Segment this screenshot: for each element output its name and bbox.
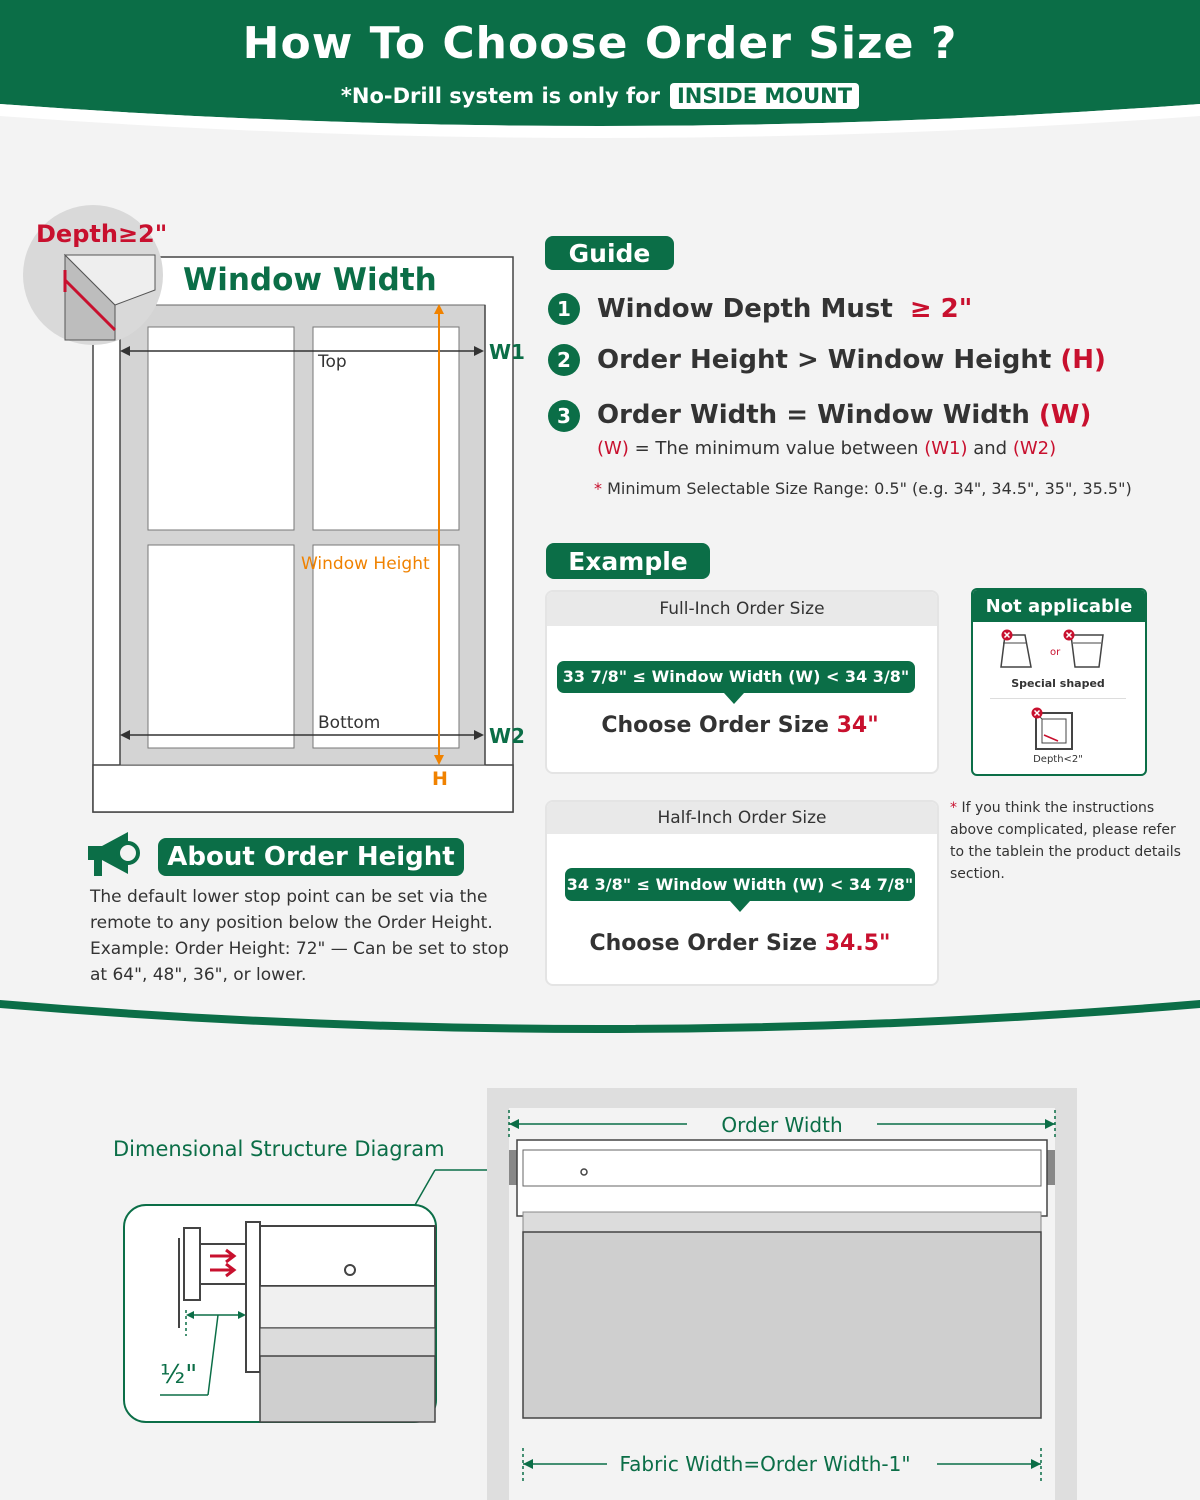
bottom-label: Bottom [318, 713, 381, 733]
half-inch-range: 34 3/8" ≤ Window Width (W) < 34 7/8" [565, 868, 915, 901]
min-range-star: * [594, 479, 602, 498]
side-note-text: If you think the instructions above comp… [950, 800, 1181, 882]
subtitle-text: *No-Drill system is only for [340, 84, 660, 108]
fabric-width-label: Fabric Width=Order Width-1" [619, 1452, 911, 1476]
section-divider [0, 1000, 1200, 1033]
example-pill: Example [546, 543, 710, 579]
subtitle: *No-Drill system is only for INSIDE MOUNT [0, 83, 1200, 109]
guide-step-1: Window Depth Must ≥ 2" [597, 294, 972, 324]
guide-pill: Guide [545, 236, 674, 270]
or-label: or [1050, 647, 1061, 658]
order-height-line-3: Example: Order Height: 72" — Can be set … [90, 939, 509, 959]
half-inch-header: Half-Inch Order Size [547, 802, 937, 834]
order-width-label: Order Width [721, 1113, 843, 1137]
window-width-label: Window Width [183, 262, 437, 298]
full-inch-pointer [724, 693, 744, 704]
full-inch-choose-text: Choose Order Size [601, 713, 829, 738]
step-1-badge: 1 [548, 293, 580, 325]
half-inch-label: ½" [160, 1360, 198, 1390]
h-label: H [432, 768, 448, 790]
step-3-badge: 3 [548, 400, 580, 432]
guide-step-3: Order Width = Window Width (W) [597, 400, 1091, 430]
window-diagram [23, 205, 514, 813]
min-range-text: Minimum Selectable Size Range: 0.5" (e.g… [607, 479, 1132, 498]
top-label: Top [318, 352, 347, 372]
half-inch-value: 34.5" [824, 931, 891, 956]
structure-title: Dimensional Structure Diagram [113, 1137, 445, 1161]
min-range-note: * Minimum Selectable Size Range: 0.5" (e… [594, 479, 1132, 498]
step-3-emph: (W) [1038, 400, 1092, 430]
side-note-star: * [950, 800, 957, 816]
page-title: How To Choose Order Size ? [242, 18, 958, 69]
width-note: (W) = The minimum value between (W1) and… [597, 438, 1056, 459]
side-note: * If you think the instructions above co… [950, 797, 1190, 885]
half-inch-choose: Choose Order Size 34.5" [545, 931, 935, 956]
special-shaped-label: Special shaped [1011, 677, 1105, 690]
window-height-label: Window Height [301, 554, 430, 574]
width-note-w1: (W1) [924, 438, 968, 459]
guide-step-2: Order Height > Window Height (H) [597, 345, 1106, 375]
width-note-w: (W) [597, 438, 629, 459]
megaphone-icon [88, 832, 140, 876]
step-2-text: Order Height > Window Height [597, 345, 1052, 375]
not-applicable-divider [990, 698, 1126, 699]
full-inch-choose: Choose Order Size 34" [545, 713, 935, 738]
w1-label: W1 [489, 340, 525, 364]
width-note-text: = The minimum value between [634, 438, 919, 459]
full-inch-range: 33 7/8" ≤ Window Width (W) < 34 3/8" [557, 661, 915, 693]
width-note-w2: (W2) [1012, 438, 1057, 459]
half-inch-pointer [730, 901, 750, 912]
order-height-text: The default lower stop point can be set … [90, 884, 530, 988]
inside-mount-badge: INSIDE MOUNT [669, 83, 860, 109]
width-note-and: and [973, 438, 1008, 459]
structure-zoom-diagram [123, 1169, 510, 1423]
full-inch-header: Full-Inch Order Size [547, 592, 937, 626]
shade-diagram [487, 1088, 1077, 1500]
step-2-badge: 2 [548, 344, 580, 376]
step-3-text: Order Width = Window Width [597, 400, 1030, 430]
order-height-pill: About Order Height [158, 838, 464, 876]
special-shaped-icon [1000, 629, 1104, 668]
w2-label: W2 [489, 724, 525, 748]
half-inch-choose-text: Choose Order Size [589, 931, 818, 956]
order-height-line-2: remote to any position below the Order H… [90, 913, 493, 933]
order-height-line-4: at 64", 48", 36", or lower. [90, 965, 307, 985]
not-applicable-header: Not applicable [973, 590, 1145, 622]
step-2-emph: (H) [1060, 345, 1106, 375]
step-1-emph: ≥ 2" [909, 294, 973, 324]
depth-less-label: Depth<2" [1033, 754, 1083, 765]
order-height-line-1: The default lower stop point can be set … [90, 887, 488, 907]
shallow-depth-icon [1031, 707, 1073, 750]
depth-label: Depth≥2" [36, 220, 168, 248]
header-banner [0, 0, 1200, 138]
step-1-text: Window Depth Must [597, 294, 893, 324]
full-inch-value: 34" [836, 713, 879, 738]
